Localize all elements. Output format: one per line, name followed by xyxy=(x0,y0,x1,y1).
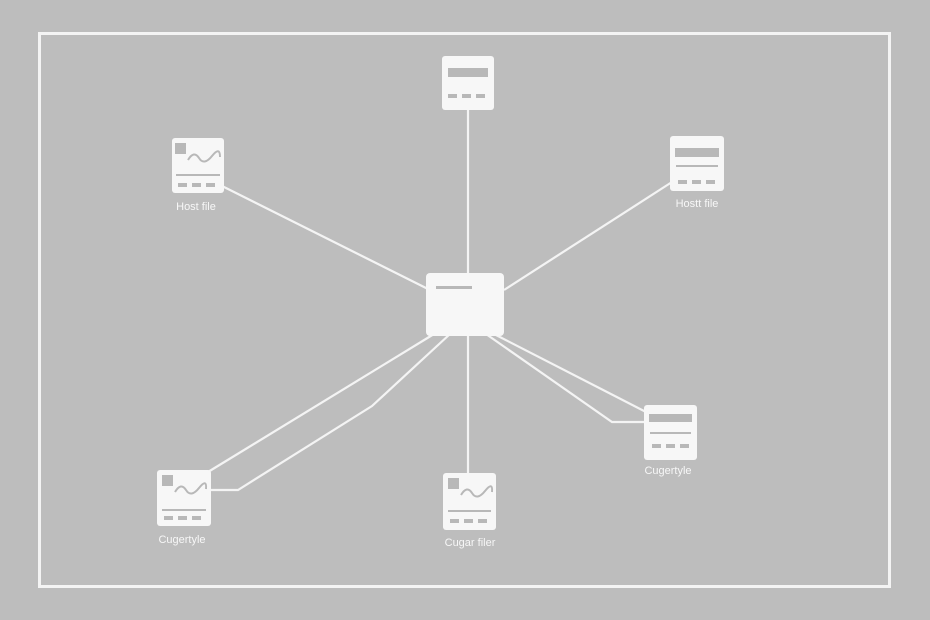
file-card-icon[interactable] xyxy=(442,56,494,110)
connector-lower-right-b xyxy=(493,333,647,413)
node-label-lower-left: Cugertyle xyxy=(158,534,206,546)
connector-lower-right-a xyxy=(485,333,646,424)
chart-file-icon[interactable] xyxy=(443,473,496,530)
connector-upper-left xyxy=(221,185,431,291)
connector-lower-left-a xyxy=(207,333,435,473)
chart-file-icon[interactable] xyxy=(157,470,211,526)
node-label-upper-right: Hostt file xyxy=(675,198,719,210)
node-label-upper-left: Host file xyxy=(176,201,216,213)
connector-lower-left-b xyxy=(210,333,451,492)
chart-file-icon[interactable] xyxy=(172,138,224,193)
diagram-frame xyxy=(38,32,891,588)
file-card-icon[interactable] xyxy=(670,136,724,191)
connector-upper-right xyxy=(503,181,673,291)
connectors xyxy=(207,110,673,492)
node-label-bottom: Cugar filer xyxy=(444,537,496,549)
node-label-lower-right: Cugertyle xyxy=(644,465,692,477)
server-icon[interactable] xyxy=(426,273,504,336)
file-card-icon[interactable] xyxy=(644,405,697,460)
